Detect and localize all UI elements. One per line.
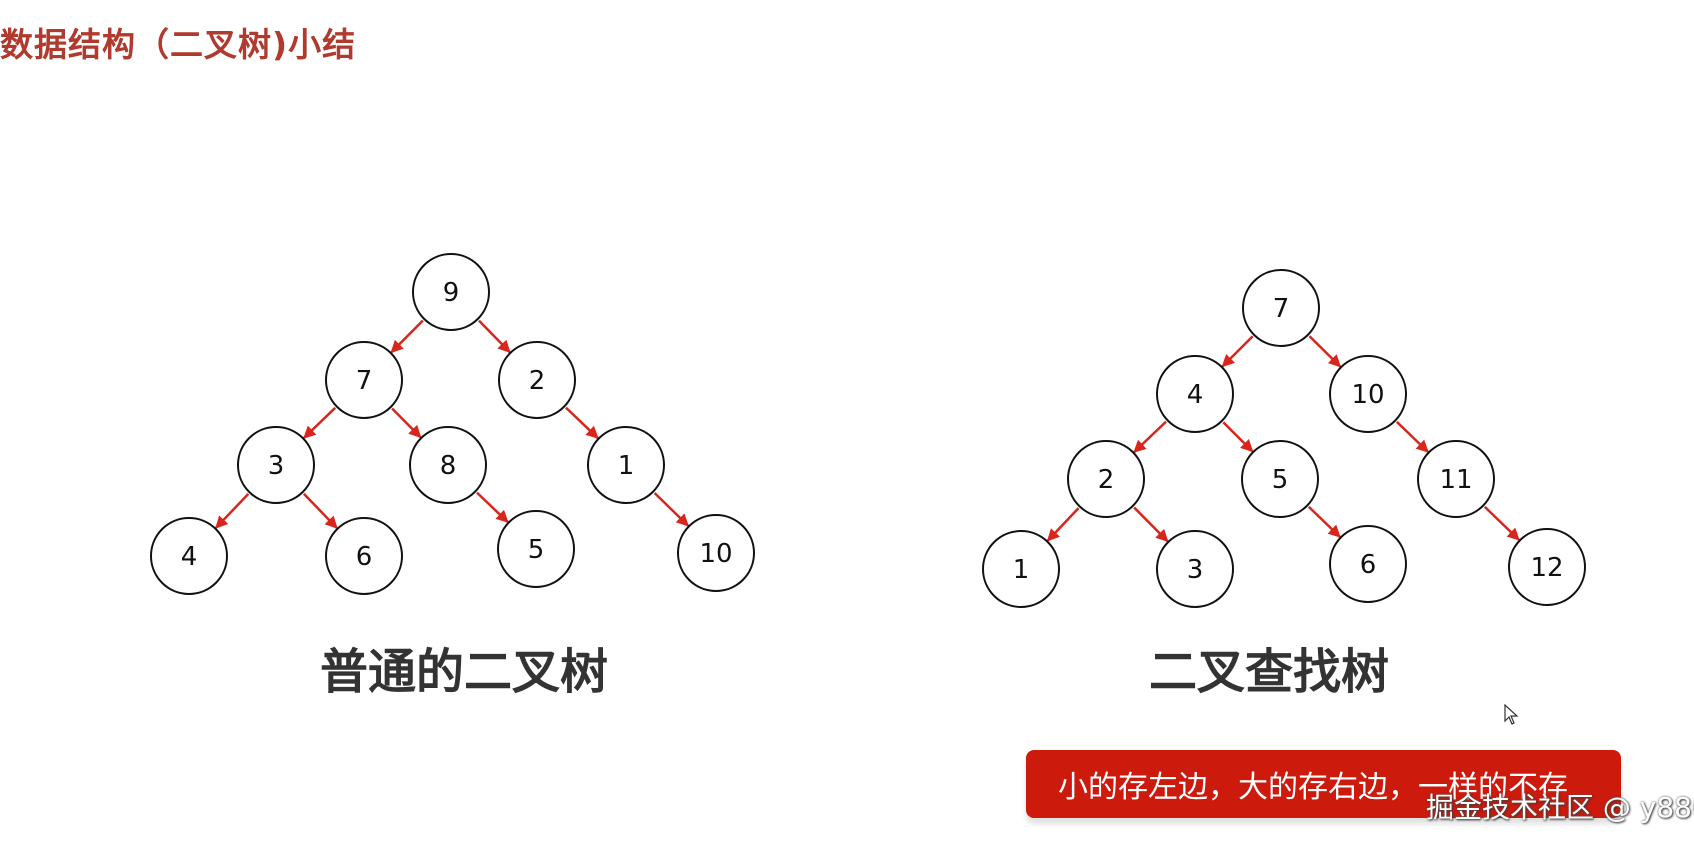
tree-label-ordinary: 普通的二叉树 xyxy=(319,644,609,700)
edge-arrow xyxy=(390,319,424,354)
node-value: 1 xyxy=(1013,555,1030,585)
node-value: 12 xyxy=(1530,553,1563,583)
node-value: 3 xyxy=(268,451,285,481)
tree-node xyxy=(1329,355,1407,433)
node-value: 1 xyxy=(618,451,635,481)
edge-arrow xyxy=(1395,420,1429,453)
node-value: 2 xyxy=(529,366,546,396)
edge-arrow xyxy=(565,406,599,439)
tree-node xyxy=(1241,440,1319,518)
tree-node xyxy=(982,530,1060,608)
ordinary-binary-tree: 9 7 2 3 8 1 4 6 5 10 xyxy=(150,253,755,595)
edge-arrow xyxy=(1307,505,1341,538)
edge-arrow xyxy=(215,493,250,529)
rule-text: 小的存左边，大的存右边，一样的不存 xyxy=(1058,770,1568,805)
node-value: 11 xyxy=(1439,465,1472,495)
edge-arrow xyxy=(391,407,422,439)
edge-arrow xyxy=(1133,506,1169,543)
tree-node xyxy=(1508,528,1586,606)
tree-node xyxy=(150,517,228,595)
tree-node xyxy=(409,426,487,504)
node-value: 5 xyxy=(528,535,545,565)
edge-arrow xyxy=(1221,335,1254,368)
tree-node xyxy=(1156,530,1234,608)
tree-node xyxy=(587,426,665,504)
tree-node xyxy=(412,253,490,331)
tree-node xyxy=(237,426,315,504)
watermark: 掘金技术社区 @ y886 xyxy=(1426,791,1694,824)
edge-arrow xyxy=(303,406,337,439)
node-value: 4 xyxy=(1187,380,1204,410)
tree-node xyxy=(1417,440,1495,518)
tree-node xyxy=(1067,440,1145,518)
slide-title: 数据结构（二叉树)小结 xyxy=(0,25,357,64)
edge-arrow xyxy=(1133,420,1167,453)
node-value: 4 xyxy=(181,542,198,572)
tree-node xyxy=(497,510,575,588)
edge-arrow xyxy=(1046,507,1080,542)
tree-node xyxy=(1329,525,1407,603)
tree-node xyxy=(325,341,403,419)
node-value: 10 xyxy=(699,539,732,569)
node-value: 5 xyxy=(1272,465,1289,495)
node-value: 10 xyxy=(1351,380,1384,410)
tree-node xyxy=(325,517,403,595)
node-value: 7 xyxy=(1273,294,1290,324)
node-value: 7 xyxy=(356,366,373,396)
edge-arrow xyxy=(478,319,511,354)
edge-arrow xyxy=(302,492,338,529)
mouse-pointer-icon xyxy=(1504,704,1519,725)
tree-label-bst: 二叉查找树 xyxy=(1148,644,1390,700)
node-value: 8 xyxy=(440,451,457,481)
edge-arrow xyxy=(1222,421,1254,453)
tree-node xyxy=(1242,269,1320,347)
rule-banner: 小的存左边，大的存右边，一样的不存 xyxy=(1026,750,1621,818)
node-value: 3 xyxy=(1187,555,1204,585)
edge-arrow xyxy=(653,492,690,527)
edge-arrow xyxy=(1308,335,1342,368)
tree-node xyxy=(1156,355,1234,433)
node-value: 6 xyxy=(356,542,373,572)
node-value: 9 xyxy=(443,278,460,308)
node-value: 2 xyxy=(1098,465,1115,495)
node-value: 6 xyxy=(1360,550,1377,580)
tree-node xyxy=(498,341,576,419)
tree-node xyxy=(677,514,755,592)
edge-arrow xyxy=(1483,505,1520,541)
edge-arrow xyxy=(476,491,509,523)
